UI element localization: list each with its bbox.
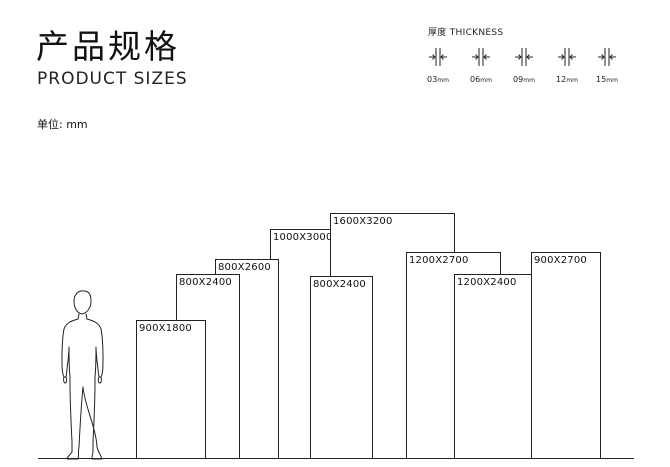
panel-label: 1200X2700 bbox=[409, 255, 469, 266]
ground-line bbox=[38, 458, 634, 459]
panel-label: 800X2600 bbox=[218, 262, 271, 273]
panel-label: 900X2700 bbox=[534, 255, 587, 266]
thickness-icon bbox=[472, 48, 490, 66]
thickness-icon bbox=[429, 48, 447, 66]
thickness-item: 09mm bbox=[509, 47, 539, 86]
panel-label: 1600X3200 bbox=[333, 216, 393, 227]
thickness-icon bbox=[598, 48, 616, 66]
panel-label: 800X2400 bbox=[179, 277, 232, 288]
thickness-item: 12mm bbox=[552, 47, 582, 86]
thickness-title: 厚度 THICKNESS bbox=[428, 28, 504, 38]
panel-label: 1200X2400 bbox=[457, 277, 517, 288]
thickness-value: 06 bbox=[470, 75, 481, 84]
thickness-unit: mm bbox=[480, 77, 492, 84]
panel-900x2700: 900X2700 bbox=[531, 252, 601, 459]
unit-label: 单位: mm bbox=[37, 118, 88, 131]
thickness-unit: mm bbox=[437, 77, 449, 84]
thickness-item: 15mm bbox=[592, 47, 622, 86]
person-silhouette-icon bbox=[61, 290, 104, 460]
thickness-value: 03 bbox=[427, 75, 438, 84]
thickness-item: 06mm bbox=[466, 47, 496, 86]
panel-800x2400: 800X2400 bbox=[310, 276, 373, 459]
page-title: 产品规格 bbox=[36, 27, 180, 66]
thickness-unit: mm bbox=[606, 77, 618, 84]
thickness-unit: mm bbox=[523, 77, 535, 84]
thickness-icon bbox=[558, 48, 576, 66]
thickness-value: 09 bbox=[513, 75, 524, 84]
thickness-value: 15 bbox=[596, 75, 607, 84]
panel-label: 800X2400 bbox=[313, 279, 366, 290]
panel-900x1800: 900X1800 bbox=[136, 320, 206, 459]
thickness-unit: mm bbox=[566, 77, 578, 84]
page-subtitle: PRODUCT SIZES bbox=[37, 69, 188, 89]
panel-label: 900X1800 bbox=[139, 323, 192, 334]
thickness-value: 12 bbox=[556, 75, 567, 84]
thickness-item: 03mm bbox=[423, 47, 453, 86]
thickness-icon bbox=[515, 48, 533, 66]
panel-label: 1000X3000 bbox=[273, 232, 333, 243]
